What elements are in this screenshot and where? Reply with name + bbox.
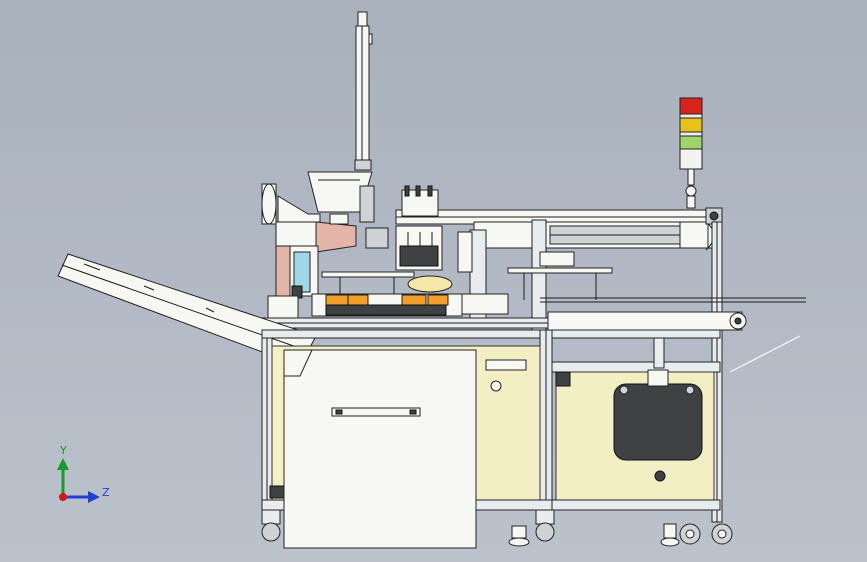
centre-mechanism xyxy=(365,185,575,293)
feeder-assembly xyxy=(261,171,375,253)
vertical-cylinder xyxy=(354,11,373,171)
guide-column xyxy=(267,245,319,321)
z-axis-label: Z xyxy=(102,486,110,499)
work-plate xyxy=(259,293,747,331)
y-axis-label: Y xyxy=(59,444,67,457)
signal-tower xyxy=(679,97,703,209)
main-frame-right xyxy=(551,329,801,511)
front-door xyxy=(283,349,477,549)
casters xyxy=(261,509,733,547)
rotary-tables xyxy=(321,267,806,303)
coordinate-triad: Y Z xyxy=(57,444,110,503)
